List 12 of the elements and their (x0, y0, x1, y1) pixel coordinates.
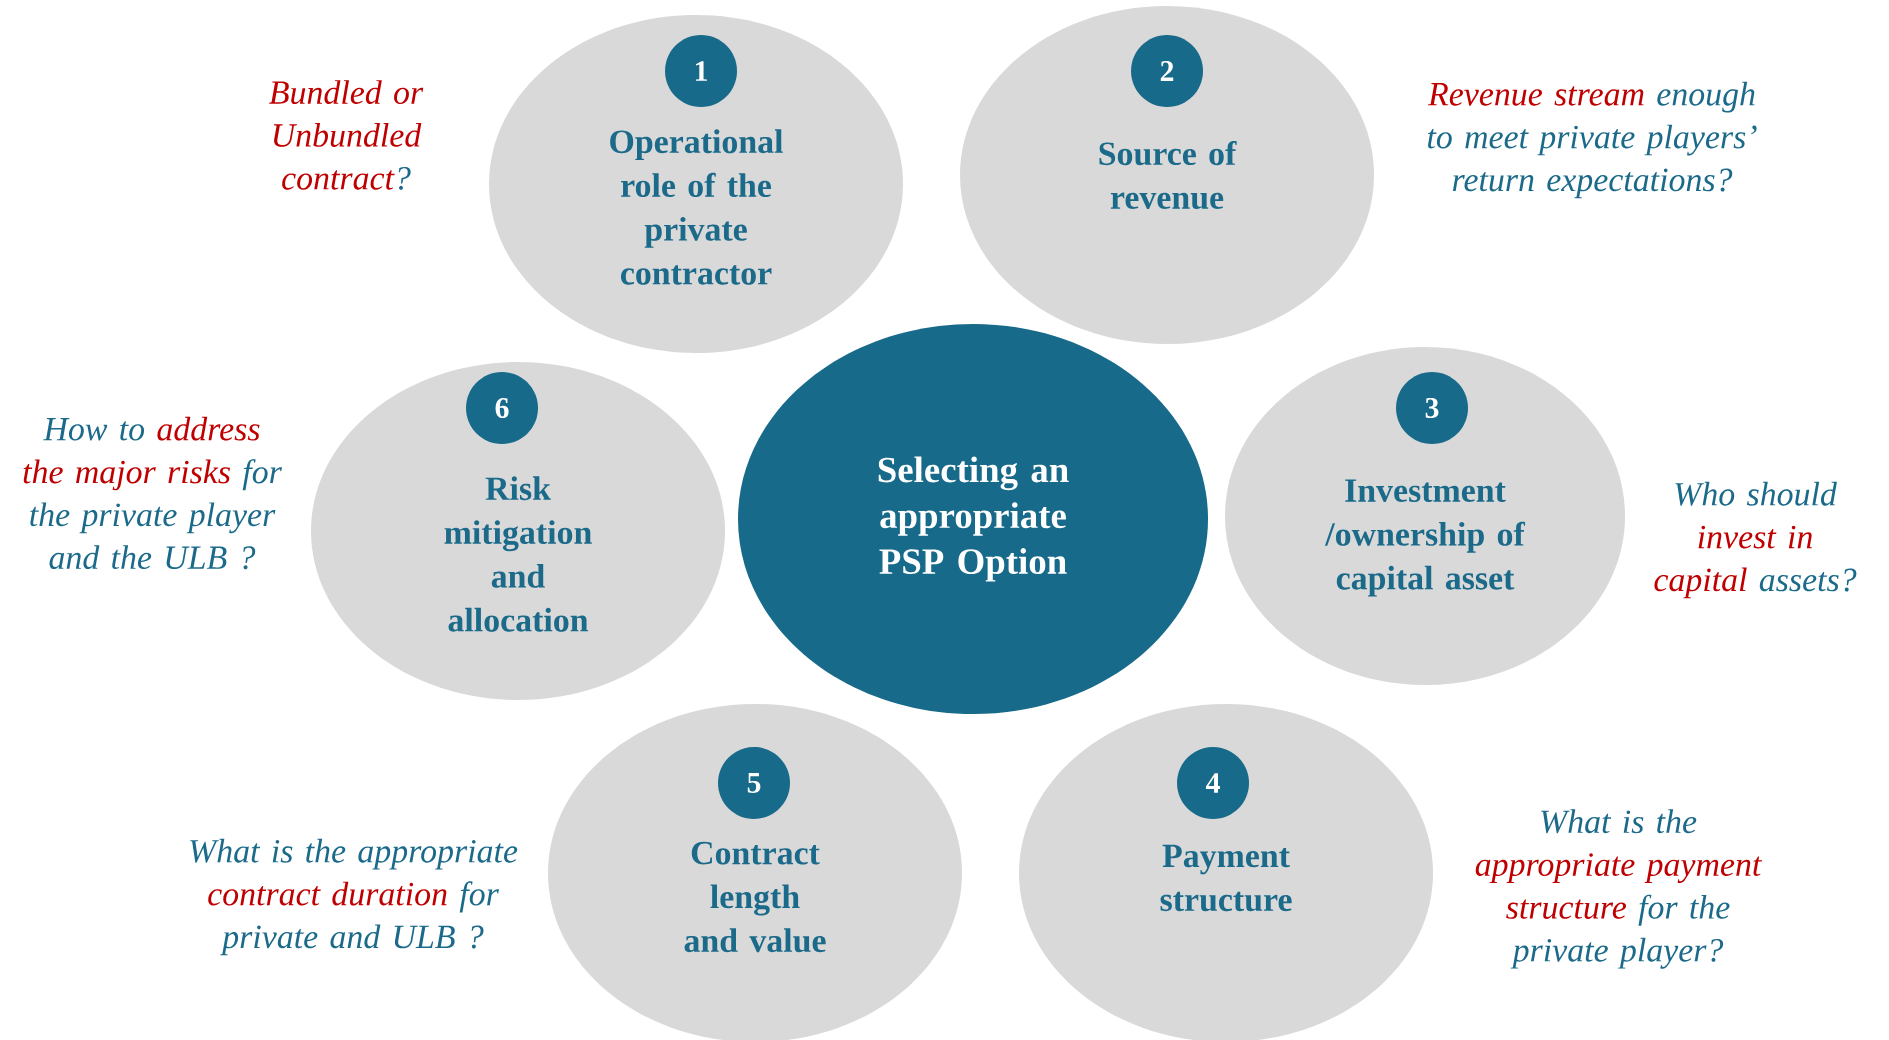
question-text: Revenue stream enough to meet private players’ return expectations? (1427, 81, 1757, 199)
number-badge: 2 (1131, 35, 1203, 107)
question-text: Who should invest in capital assets? (1654, 481, 1857, 599)
question-text: How to address the major risks for the private player and the ULB ? (23, 416, 282, 570)
number-badge: 5 (718, 747, 790, 819)
question-text: What is the appropriate contract duration for private and ULB ? (190, 838, 518, 956)
number-badge: 4 (1177, 747, 1249, 819)
question-text: What is the appropriate payment structure for the private player? (1475, 809, 1762, 969)
question-text: Bundled or Unbundled contract? (269, 80, 424, 190)
number-badge: 6 (466, 372, 538, 444)
number-badge: 3 (1396, 372, 1468, 444)
number-badge: 1 (665, 35, 737, 107)
